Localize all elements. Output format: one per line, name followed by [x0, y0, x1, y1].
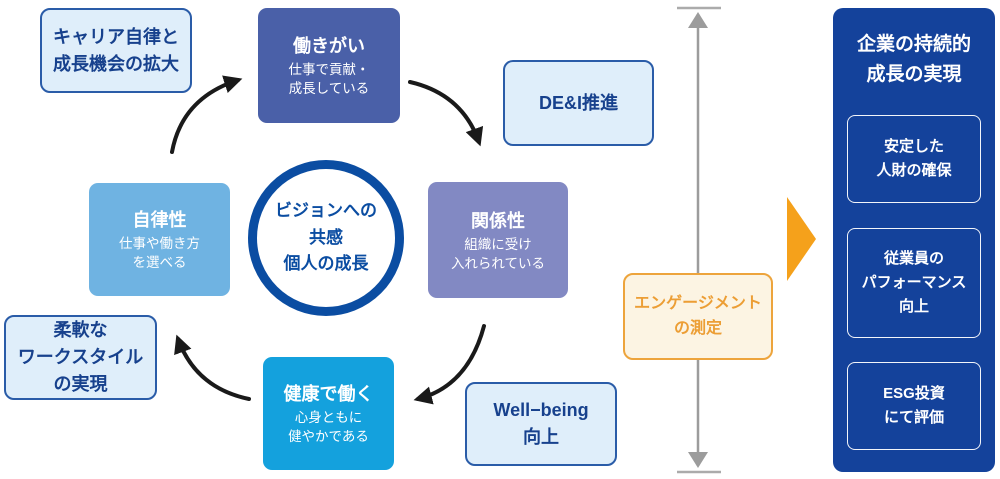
measure-arrow-down-icon [688, 452, 708, 468]
node-desc: 仕事や働き方 を選べる [119, 236, 200, 270]
engagement-measurement-label: エンゲージメント の測定 [623, 273, 773, 360]
measure-arrow-up-icon [688, 12, 708, 28]
node-relatedness: 関係性 組織に受け 入れられている [428, 182, 568, 298]
outcome-item-esg: ESG投資 にて評価 [847, 362, 981, 450]
vision-center-circle: ビジョンへの 共感 個人の成長 [248, 160, 404, 316]
node-desc: 心身ともに 健やかである [288, 410, 369, 444]
node-autonomy: 自律性 仕事や働き方 を選べる [89, 183, 230, 296]
cycle-arrow-left-icon [174, 334, 251, 401]
node-title: 働きがい [293, 36, 365, 57]
outcome-panel-title: 企業の持続的 成長の実現 [856, 34, 971, 86]
node-title: 健康で働く [283, 384, 374, 405]
cycle-arrow-up-icon [170, 75, 243, 154]
node-health: 健康で働く 心身ともに 健やかである [263, 357, 394, 470]
measurement-line [677, 6, 721, 474]
initiative-career-autonomy: キャリア自律と 成長機会の拡大 [40, 8, 192, 93]
node-work-fulfillment: 働きがい 仕事で貢献・ 成長している [258, 8, 400, 123]
node-title: 関係性 [471, 210, 525, 231]
flow-arrow-icon [787, 197, 816, 281]
initiative-dei: DE&I推進 [503, 60, 654, 146]
node-desc: 仕事で貢献・ 成長している [288, 62, 370, 96]
node-desc: 組織に受け 入れられている [450, 236, 546, 271]
initiative-wellbeing: Well−being 向上 [465, 382, 617, 466]
outcome-item-stable-talent: 安定した 人財の確保 [847, 115, 981, 203]
outcome-item-performance: 従業員の パフォーマンス 向上 [847, 228, 981, 338]
cycle-arrow-down-icon [413, 324, 486, 405]
node-title: 自律性 [132, 210, 187, 231]
outcome-panel: 企業の持続的 成長の実現 安定した 人財の確保 従業員の パフォーマンス 向上 … [833, 8, 995, 472]
cycle-arrow-right-icon [408, 80, 484, 147]
initiative-flexible-workstyle: 柔軟な ワークスタイル の実現 [4, 315, 157, 400]
cycle-arrows [170, 75, 486, 405]
